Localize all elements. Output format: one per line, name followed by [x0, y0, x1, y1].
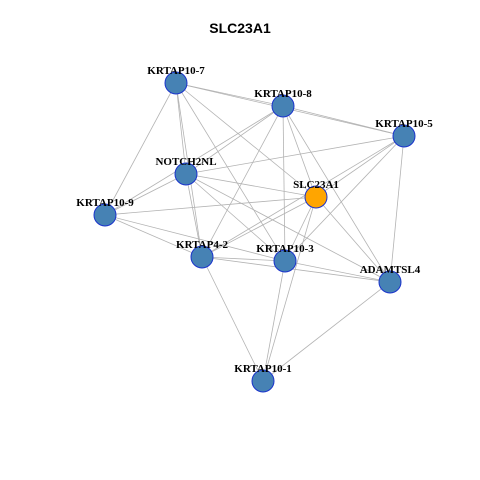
edge-krtap10-5-adamtsl4 — [389, 135, 405, 283]
node-krtap10-9 — [93, 203, 117, 227]
node-label-slc23a1: SLC23A1 — [293, 179, 339, 191]
edge-notch2nl-krtap10-9 — [104, 173, 187, 216]
edge-layer — [104, 82, 405, 382]
node-krtap10-1 — [251, 369, 275, 393]
edge-krtap10-8-krtap4-2 — [201, 105, 284, 258]
node-layer — [93, 71, 416, 393]
edge-krtap10-9-krtap4-2 — [104, 214, 203, 258]
node-label-krtap10-7: KRTAP10-7 — [147, 65, 205, 77]
edge-slc23a1-krtap10-3 — [284, 196, 317, 262]
edge-krtap10-7-notch2nl — [175, 82, 187, 175]
node-label-krtap4-2: KRTAP4-2 — [176, 239, 228, 251]
edge-adamtsl4-krtap10-1 — [262, 281, 391, 382]
edge-krtap10-8-krtap10-9 — [104, 105, 284, 216]
figure-title: SLC23A1 — [209, 20, 271, 36]
edge-krtap4-2-adamtsl4 — [201, 256, 391, 283]
edge-krtap10-5-krtap10-3 — [284, 135, 405, 262]
node-krtap10-5 — [392, 124, 416, 148]
edge-notch2nl-slc23a1 — [185, 173, 317, 198]
edge-slc23a1-krtap10-1 — [262, 196, 317, 382]
edge-krtap10-3-adamtsl4 — [284, 260, 391, 283]
edge-krtap10-7-slc23a1 — [175, 82, 317, 198]
edge-krtap10-7-krtap10-3 — [175, 82, 286, 262]
edge-krtap10-9-krtap10-3 — [104, 214, 286, 262]
node-label-krtap10-9: KRTAP10-9 — [76, 197, 134, 209]
node-krtap10-3 — [273, 249, 297, 273]
edge-slc23a1-krtap10-9 — [104, 196, 317, 216]
node-label-krtap10-8: KRTAP10-8 — [254, 88, 312, 100]
edge-krtap10-8-krtap10-5 — [282, 105, 405, 137]
node-label-adamtsl4: ADAMTSL4 — [360, 264, 421, 276]
node-slc23a1 — [304, 185, 328, 209]
edge-krtap4-2-krtap10-3 — [201, 256, 286, 262]
node-notch2nl — [174, 162, 198, 186]
node-krtap10-7 — [164, 71, 188, 95]
edge-krtap10-7-krtap10-9 — [104, 82, 177, 216]
edge-notch2nl-krtap10-3 — [185, 173, 286, 262]
edge-slc23a1-adamtsl4 — [315, 196, 391, 283]
edge-notch2nl-krtap4-2 — [185, 173, 203, 258]
edge-krtap10-5-slc23a1 — [315, 135, 405, 198]
node-krtap4-2 — [190, 245, 214, 269]
edge-krtap4-2-krtap10-1 — [201, 256, 264, 382]
node-adamtsl4 — [378, 270, 402, 294]
edge-notch2nl-adamtsl4 — [185, 173, 391, 283]
node-label-krtap10-5: KRTAP10-5 — [375, 118, 433, 130]
node-label-notch2nl: NOTCH2NL — [155, 156, 216, 168]
edge-krtap10-5-krtap4-2 — [201, 135, 405, 258]
edge-krtap10-8-notch2nl — [185, 105, 284, 175]
edge-krtap10-8-krtap10-3 — [282, 105, 286, 262]
node-krtap10-8 — [271, 94, 295, 118]
node-label-krtap10-1: KRTAP10-1 — [234, 363, 291, 375]
edge-krtap10-8-adamtsl4 — [282, 105, 391, 283]
node-label-krtap10-3: KRTAP10-3 — [256, 243, 314, 255]
edge-krtap10-5-notch2nl — [185, 135, 405, 175]
edge-krtap10-8-slc23a1 — [282, 105, 317, 198]
edge-krtap10-3-krtap10-1 — [262, 260, 286, 382]
edge-slc23a1-krtap4-2 — [201, 196, 317, 258]
